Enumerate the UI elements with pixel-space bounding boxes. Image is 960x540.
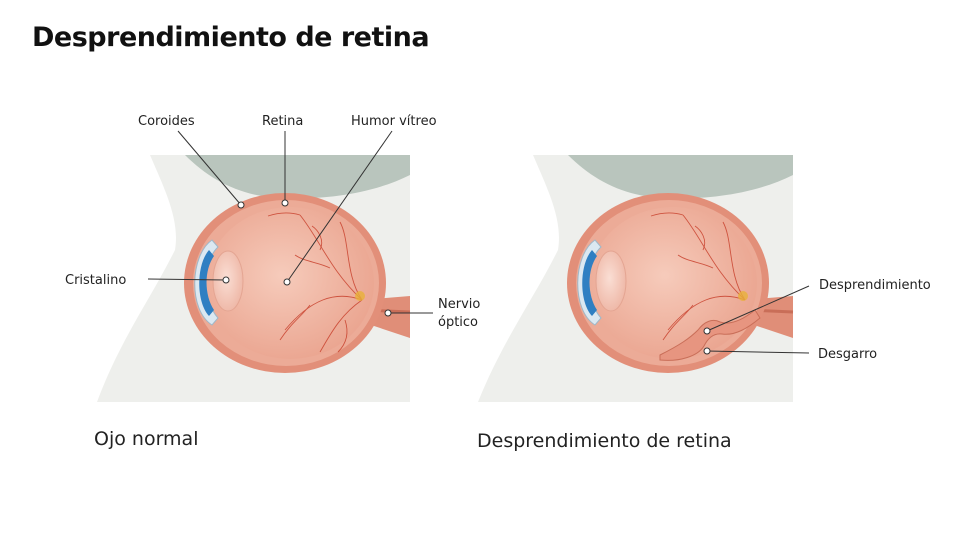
page-title: Desprendimiento de retina: [32, 22, 430, 53]
marker-cristalino: [222, 276, 230, 284]
label-humor-vitreo: Humor vítreo: [351, 114, 437, 129]
label-coroides: Coroides: [138, 114, 195, 129]
caption-detached-retina: Desprendimiento de retina: [477, 430, 732, 452]
orbit-bone-right: [568, 155, 793, 199]
caption-normal-eye: Ojo normal: [94, 428, 199, 450]
marker-retina: [281, 199, 289, 207]
detached-retina-flap: [659, 309, 761, 361]
macula-left: [355, 291, 365, 301]
marker-desgarro: [703, 347, 711, 355]
label-retina: Retina: [262, 114, 303, 129]
label-nervio-line2: óptico: [438, 315, 478, 330]
marker-desprendimiento: [703, 327, 711, 335]
iris-left: [199, 250, 214, 316]
label-desprendimiento: Desprendimiento: [819, 278, 931, 293]
detached-eye-panel: Desprendimiento Desgarro: [478, 155, 931, 402]
marker-nervio: [384, 309, 392, 317]
label-nervio-line1: Nervio: [438, 297, 480, 312]
marker-coroides: [237, 201, 245, 209]
iris-right: [582, 250, 597, 316]
orbit-bone-left: [185, 155, 410, 199]
label-desgarro: Desgarro: [818, 347, 877, 362]
marker-humor-vitreo: [283, 278, 291, 286]
label-cristalino: Cristalino: [65, 273, 126, 288]
lens-right: [595, 250, 627, 312]
normal-eye-panel: Coroides Retina Humor vítreo Cristalino …: [65, 114, 480, 402]
macula-right: [738, 291, 748, 301]
